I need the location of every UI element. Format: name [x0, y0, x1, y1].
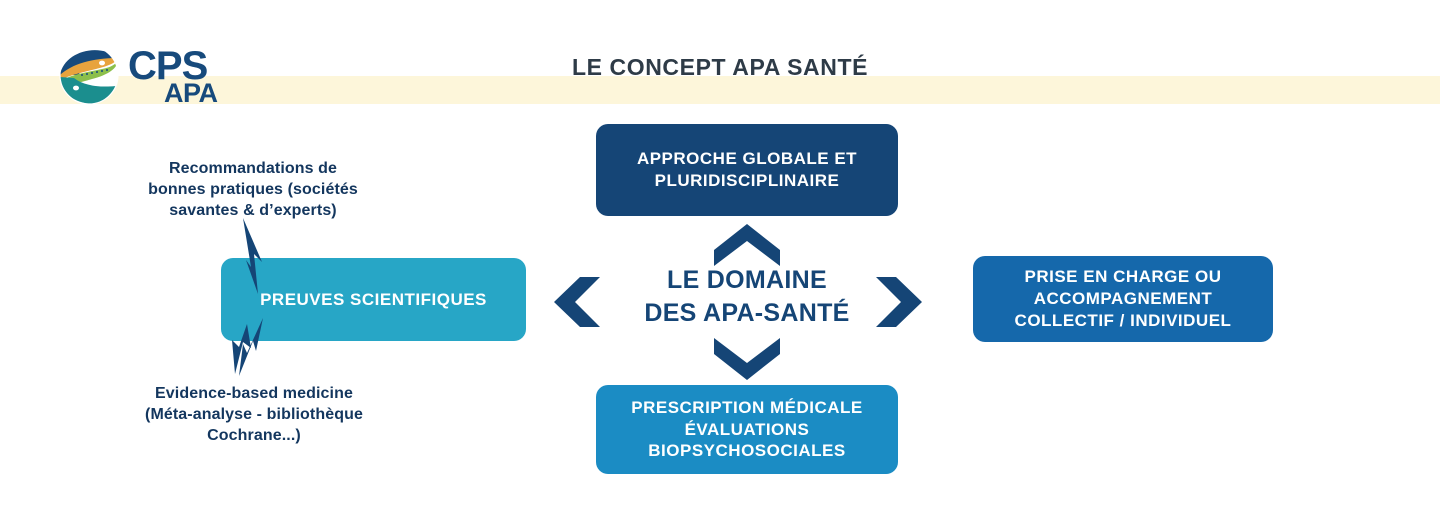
logo-wordmark: CPS APA [126, 43, 238, 108]
center-label-domaine-apa-sante: LE DOMAINE DES APA-SANTÉ [620, 264, 874, 330]
note-top-line-2: bonnes pratiques (sociétés [148, 181, 358, 199]
box-right-line-3: COLLECTIF / INDIVIDUEL [1014, 310, 1232, 330]
box-preuves-scientifiques[interactable]: PREUVES SCIENTIFIQUES [221, 258, 526, 341]
cps-apa-logo: CPS APA [58, 42, 243, 108]
chevron-left-icon [554, 277, 600, 327]
svg-text:CPS: CPS [128, 44, 208, 88]
chevron-down-icon [714, 338, 780, 380]
box-top-line-1: APPROCHE GLOBALE ET [636, 149, 858, 169]
note-top-line-1: Recommandations de [168, 160, 338, 177]
box-prescription-medicale[interactable]: PRESCRIPTION MÉDICALE ÉVALUATIONS BIOPSY… [596, 385, 898, 474]
logo-emblem-icon [58, 44, 120, 106]
box-top-line-2: PLURIDISCIPLINAIRE [654, 171, 840, 190]
svg-text:APA: APA [164, 78, 218, 107]
center-label-line-2: DES APA-SANTÉ [644, 299, 850, 327]
note-recommandations: Recommandations de bonnes pratiques (soc… [128, 158, 378, 221]
box-right-line-1: PRISE EN CHARGE OU [1024, 267, 1222, 287]
box-left-line-1: PREUVES SCIENTIFIQUES [260, 289, 487, 309]
thin-arrow-up-left-icon [232, 218, 274, 294]
note-top-line-3: savantes & d’experts) [169, 202, 337, 220]
note-bottom-line-2: (Méta-analyse - bibliothèque [145, 406, 363, 424]
box-approche-globale[interactable]: APPROCHE GLOBALE ET PLURIDISCIPLINAIRE [596, 124, 898, 216]
box-right-line-2: ACCOMPAGNEMENT [1033, 289, 1213, 309]
note-evidence-based-medicine: Evidence-based medicine (Méta-analyse - … [118, 383, 390, 446]
box-bottom-line-3: BIOPSYCHOSOCIALES [648, 441, 846, 461]
note-bottom-line-1: Evidence-based medicine [155, 385, 353, 402]
header-band [0, 76, 1440, 104]
center-label-line-1: LE DOMAINE [667, 266, 827, 294]
box-prise-en-charge[interactable]: PRISE EN CHARGE OU ACCOMPAGNEMENT COLLEC… [973, 256, 1273, 342]
box-bottom-line-1: PRESCRIPTION MÉDICALE [631, 397, 863, 417]
chevron-up-icon [714, 224, 780, 266]
thin-arrow-down-left-icon [229, 318, 275, 378]
note-bottom-line-3: Cochrane...) [207, 427, 301, 445]
page-title: LE CONCEPT APA SANTÉ [571, 54, 869, 80]
box-bottom-line-2: ÉVALUATIONS [684, 419, 810, 439]
chevron-right-icon [876, 277, 922, 327]
